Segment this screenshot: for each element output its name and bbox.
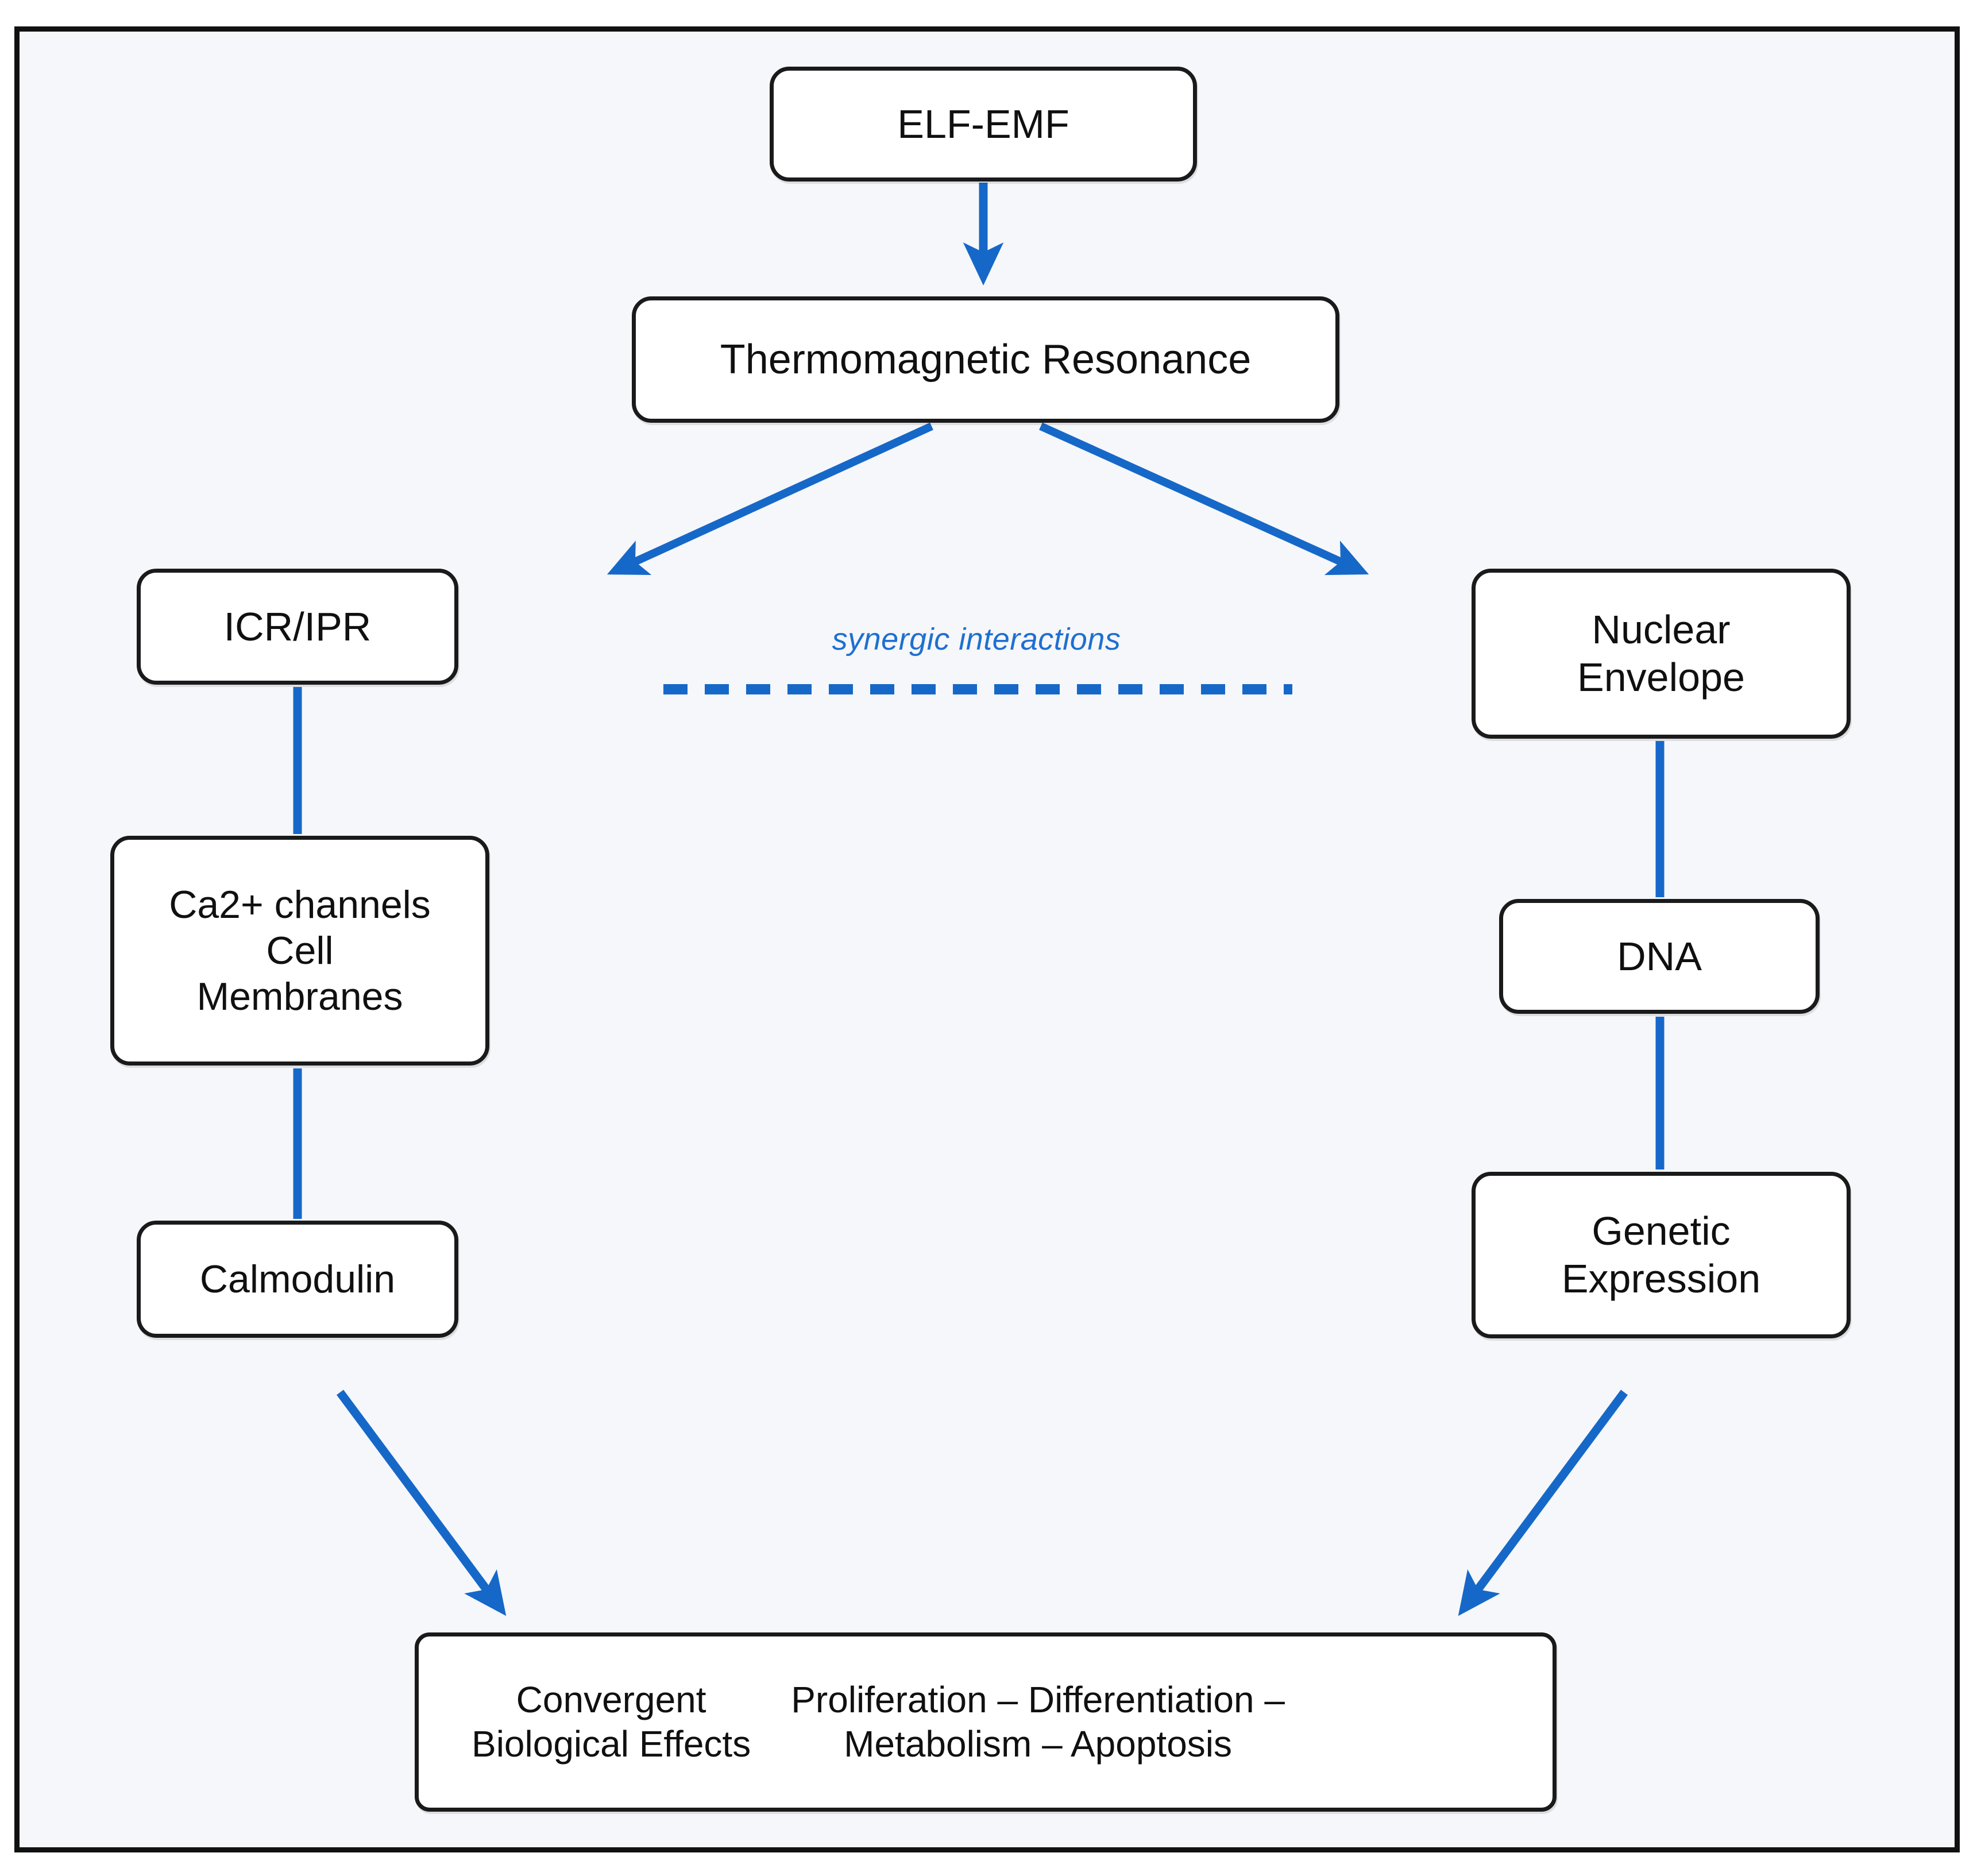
node-ca-channels-cell-membranes[interactable]: Ca2+ channels Cell Membranes <box>110 836 489 1066</box>
node-dna-label: DNA <box>1617 933 1702 979</box>
convergent-effects-content: Convergent Biological Effects Proliferat… <box>419 1678 1553 1766</box>
synergic-interactions-label: synergic interactions <box>832 622 1121 657</box>
convergent-effects-left-label: Convergent Biological Effects <box>472 1679 751 1765</box>
node-nuclear-envelope-label: Nuclear Envelope <box>1577 607 1745 700</box>
node-genetic-expression[interactable]: Genetic Expression <box>1472 1172 1851 1338</box>
convergent-effects-right-label: Proliferation – Differentiation – Metabo… <box>791 1679 1285 1765</box>
node-ca-channels-cell-membranes-label: Ca2+ channels Cell Membranes <box>169 882 431 1019</box>
node-elf-emf-label: ELF-EMF <box>897 101 1069 146</box>
node-thermomagnetic-resonance[interactable]: Thermomagnetic Resonance <box>632 296 1339 423</box>
node-convergent-biological-effects[interactable]: Convergent Biological Effects Proliferat… <box>415 1632 1557 1812</box>
node-genetic-expression-label: Genetic Expression <box>1561 1209 1761 1301</box>
node-thermomagnetic-resonance-label: Thermomagnetic Resonance <box>720 336 1252 383</box>
node-icr-ipr-label: ICR/IPR <box>223 604 372 649</box>
node-calmodulin-label: Calmodulin <box>199 1257 396 1301</box>
node-icr-ipr[interactable]: ICR/IPR <box>137 569 458 685</box>
node-calmodulin[interactable]: Calmodulin <box>137 1221 458 1338</box>
node-elf-emf[interactable]: ELF-EMF <box>770 67 1197 182</box>
node-nuclear-envelope[interactable]: Nuclear Envelope <box>1472 569 1851 739</box>
node-dna[interactable]: DNA <box>1499 899 1820 1014</box>
